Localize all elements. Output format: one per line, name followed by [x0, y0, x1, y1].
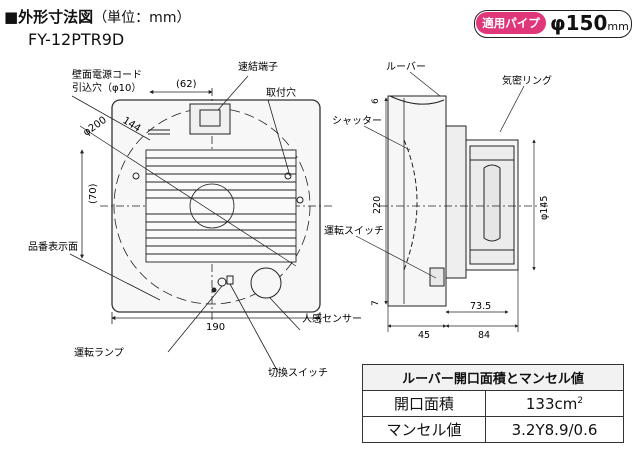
row-key-area: 開口面積	[362, 390, 486, 417]
label-run-lamp: 運転ランプ	[74, 347, 124, 359]
row-value-munsell: 3.2Y8.9/0.6	[485, 416, 624, 443]
table-title-row: ルーバー開口面積とマンセル値	[362, 364, 624, 391]
dim-7: 7	[371, 300, 381, 306]
label-shutter: シャッター	[332, 115, 382, 127]
louver-curve	[389, 95, 445, 105]
side-view	[355, 71, 548, 332]
leader-run-switch	[355, 235, 437, 279]
pipe-size: φ150mm	[550, 11, 629, 35]
pipe-value: φ150	[550, 11, 608, 35]
label-model-surface: 品番表示面	[28, 240, 78, 253]
label-terminal: 速結端子	[238, 60, 278, 73]
leader-ring	[499, 85, 525, 133]
table-row: マンセル値 3.2Y8.9/0.6	[362, 416, 624, 443]
circle-200	[113, 107, 311, 305]
area-value: 133cm	[525, 394, 578, 413]
row-key-munsell: マンセル値	[362, 416, 486, 443]
dim-145: φ145	[539, 196, 550, 220]
label-cord-hole-2: 引込穴（φ10）	[72, 81, 141, 94]
model-number: FY-12PTR9D	[28, 30, 125, 49]
label-run-switch: 運転スイッチ	[324, 225, 384, 237]
leader-mount	[267, 99, 291, 177]
adapter-flange	[445, 125, 467, 279]
terminal-box	[189, 103, 231, 135]
label-switch: 切換スイッチ	[268, 367, 328, 379]
pipe-tag: 適用パイプ	[476, 12, 546, 34]
dim-45: 45	[418, 330, 430, 341]
pipe-unit: mm	[607, 20, 629, 33]
terminal-inner	[199, 109, 221, 127]
dim-6: 6	[371, 98, 381, 104]
small-dot	[211, 287, 217, 293]
dim-73-5: 73.5	[470, 301, 491, 312]
leader-lamp	[167, 285, 223, 353]
label-ring: 気密リング	[502, 74, 552, 87]
leader-sensor	[269, 297, 301, 331]
title-text: ■外形寸法図	[4, 8, 94, 26]
leader-cord	[71, 95, 151, 141]
fan-circle	[189, 183, 235, 229]
mount-hole-3	[296, 196, 304, 204]
label-mount-hole: 取付穴	[266, 86, 296, 99]
leader-switch	[229, 283, 279, 373]
table-row: 開口面積 133cm2	[362, 390, 624, 417]
leader-shutter	[363, 125, 411, 151]
dim-84: 84	[478, 330, 490, 341]
label-sensor: 人感センサー	[302, 312, 362, 325]
leader-louver	[409, 71, 441, 97]
page-title: ■外形寸法図（単位：mm）	[4, 6, 190, 27]
dim-62: (62)	[176, 79, 197, 90]
dim-190: 190	[206, 322, 225, 333]
unit-text: （単位：mm）	[93, 10, 191, 26]
run-switch-box	[429, 267, 445, 287]
label-cord-hole: 壁面電源コード	[72, 68, 142, 81]
mount-hole-2	[284, 172, 292, 180]
louver-body	[387, 95, 447, 307]
dim-220: 220	[372, 196, 383, 214]
front-view	[100, 88, 332, 320]
dim-70: (70)	[88, 183, 99, 204]
diag-line	[79, 125, 297, 267]
louver-grille	[145, 149, 297, 263]
area-sup: 2	[577, 395, 584, 406]
leader-terminal	[217, 75, 249, 111]
leader-surface	[69, 253, 161, 301]
sensor-circle	[250, 267, 282, 299]
shutter-line	[403, 139, 418, 271]
louver-spec-table: ルーバー開口面積とマンセル値 開口面積 133cm2 マンセル値 3.2Y8.9…	[362, 364, 624, 443]
label-louver: ルーバー	[386, 61, 426, 73]
mount-hole-1	[132, 172, 140, 180]
dim-200: φ200	[81, 115, 108, 139]
front-dims	[69, 75, 321, 373]
motor-block	[483, 164, 501, 242]
row-value-area: 133cm2	[485, 390, 624, 417]
table-title: ルーバー開口面積とマンセル値	[362, 364, 624, 391]
